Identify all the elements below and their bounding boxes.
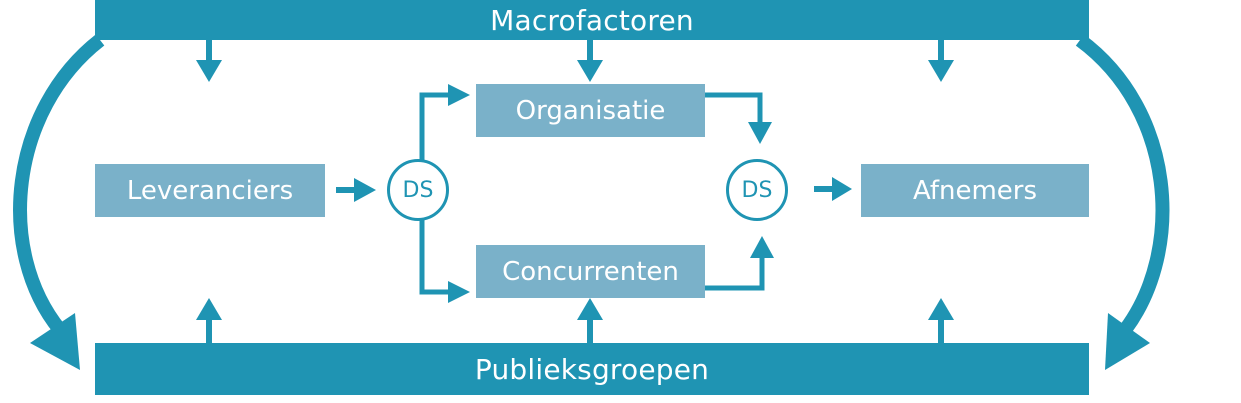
left-curved-arrowhead xyxy=(30,313,80,370)
right-curved-arrowhead xyxy=(1105,313,1150,370)
macrofactoren-label: Macrofactoren xyxy=(490,3,694,37)
organisatie-label: Organisatie xyxy=(515,95,666,126)
arrow-ds-organisatie xyxy=(419,84,470,160)
afnemers-box: Afnemers xyxy=(861,164,1089,217)
publieksgroepen-label: Publieksgroepen xyxy=(474,352,710,386)
arrow-organisatie-ds xyxy=(705,92,772,144)
ds-left-label: DS xyxy=(402,177,434,203)
ds-node-left: DS xyxy=(387,159,449,221)
arrow-ds-afnemers xyxy=(814,177,852,201)
leveranciers-label: Leveranciers xyxy=(126,175,294,206)
arrow-concurrenten-ds xyxy=(705,236,774,291)
afnemers-label: Afnemers xyxy=(912,175,1038,206)
arrow-leveranciers-ds xyxy=(336,178,376,202)
concurrenten-label: Concurrenten xyxy=(502,256,679,287)
ds-node-right: DS xyxy=(726,159,788,221)
macrofactoren-bar: Macrofactoren xyxy=(95,0,1089,40)
left-curved-arrow xyxy=(13,34,105,335)
leveranciers-box: Leveranciers xyxy=(95,164,325,217)
right-curved-arrow xyxy=(1075,34,1170,335)
ds-right-label: DS xyxy=(741,177,773,203)
arrow-ds-concurrenten xyxy=(419,220,470,303)
up-arrows xyxy=(196,298,954,344)
organisatie-box: Organisatie xyxy=(476,84,705,137)
concurrenten-box: Concurrenten xyxy=(476,245,705,298)
publieksgroepen-bar: Publieksgroepen xyxy=(95,343,1089,395)
down-arrows xyxy=(196,40,954,82)
